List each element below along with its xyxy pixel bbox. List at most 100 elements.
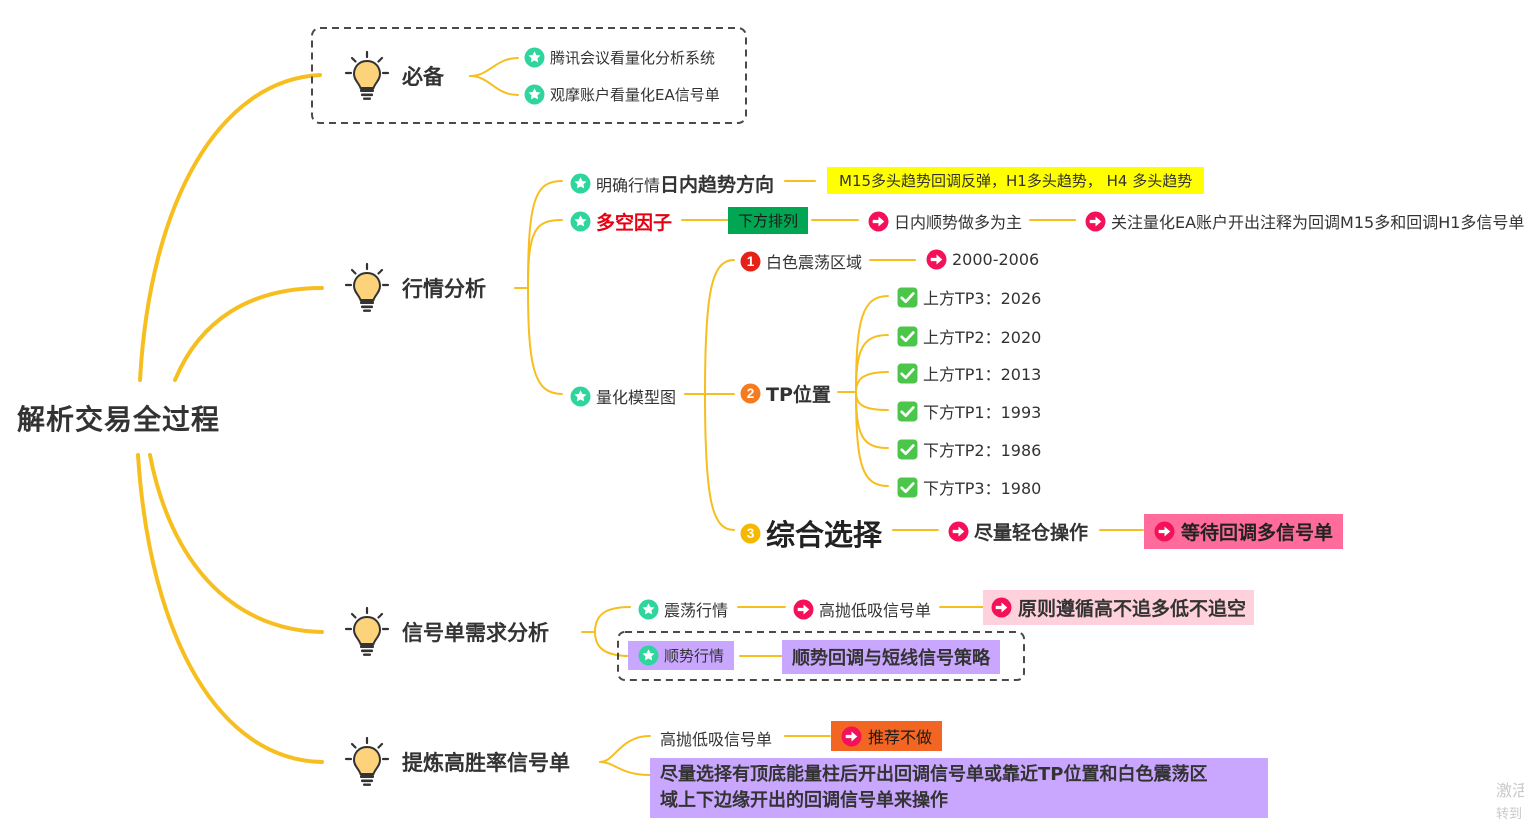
tp-item-label: 下方TP3：1980 xyxy=(923,479,1042,498)
lightbulb-icon xyxy=(344,262,390,314)
tp-item-label: 下方TP2：1986 xyxy=(923,441,1042,460)
combo-label: 综合选择 xyxy=(766,518,883,552)
star-icon xyxy=(524,84,545,105)
trend-bold: 日内趋势方向 xyxy=(660,174,775,196)
tilian-item-2[interactable]: 尽量选择有顶底能量柱后开出回调信号单或靠近TP位置和白色震荡区 域上下边缘开出的… xyxy=(650,758,1268,818)
tilian-item-1-tag-label: 推荐不做 xyxy=(868,728,933,747)
factor-node[interactable]: 多空因子 xyxy=(570,208,672,235)
model-node[interactable]: 量化模型图 xyxy=(570,384,676,408)
wire-root-bibei xyxy=(138,73,322,382)
tilian-item-2-line-1: 尽量选择有顶底能量柱后开出回调信号单或靠近TP位置和白色震荡区 xyxy=(660,764,1208,785)
number-2-icon: 2 xyxy=(740,383,761,404)
zone-value-label: 2000-2006 xyxy=(952,250,1040,269)
combo-step-2-label: 等待回调多信号单 xyxy=(1181,522,1334,544)
branch-tilian[interactable]: 提炼高胜率信号单 xyxy=(344,736,570,788)
star-icon xyxy=(638,645,659,666)
model-label: 量化模型图 xyxy=(596,388,677,407)
checkmark-icon xyxy=(897,401,918,422)
range-step-1[interactable]: 高抛低吸信号单 xyxy=(793,597,931,621)
checkmark-icon xyxy=(897,363,918,384)
corner-text-2: 转到 xyxy=(1496,807,1523,822)
zone-label: 白色震荡区域 xyxy=(766,253,863,272)
tp-node[interactable]: 2 TP位置 xyxy=(740,380,831,407)
star-icon xyxy=(570,173,591,194)
bibei-boundary xyxy=(311,27,747,124)
bibei-item-2[interactable]: 观摩账户看量化EA信号单 xyxy=(524,84,720,105)
factor-step-2[interactable]: 关注量化EA账户开出注释为回调M15多和回调H1多信号单 xyxy=(1085,209,1524,233)
tilian-item-1[interactable]: 高抛低吸信号单 xyxy=(660,730,773,749)
trend-market-label: 顺势行情 xyxy=(664,647,725,665)
trend-note[interactable]: M15多头趋势回调反弹，H1多头趋势， H4 多头趋势 xyxy=(827,167,1205,194)
branch-tilian-label: 提炼高胜率信号单 xyxy=(402,751,570,775)
combo-num: 3 xyxy=(747,526,755,541)
lightbulb-icon xyxy=(344,736,390,788)
factor-step-1[interactable]: 日内顺势做多为主 xyxy=(868,209,1022,233)
branch-hangqing-label: 行情分析 xyxy=(402,277,486,301)
tp-item-label: 上方TP1：2013 xyxy=(923,365,1042,384)
tp-num: 2 xyxy=(747,386,755,401)
arrow-right-icon xyxy=(991,597,1012,618)
arrow-right-icon xyxy=(868,211,889,232)
combo-node[interactable]: 3 综合选择 xyxy=(740,512,882,554)
bibei-item-1[interactable]: 腾讯会议看量化分析系统 xyxy=(524,47,715,68)
arrow-right-icon xyxy=(1154,521,1175,542)
star-icon xyxy=(524,47,545,68)
arrow-right-icon xyxy=(926,249,947,270)
tp-item-label: 上方TP3：2026 xyxy=(923,289,1042,308)
wire-root-tilian xyxy=(136,453,324,764)
zone-value[interactable]: 2000-2006 xyxy=(926,249,1039,270)
wire-root-xinhao xyxy=(148,453,324,634)
range-node[interactable]: 震荡行情 xyxy=(638,597,728,621)
tilian-item-2-line-2: 域上下边缘开出的回调信号单来操作 xyxy=(660,790,948,811)
tp-item[interactable]: 下方TP3：1980 xyxy=(897,475,1041,499)
arrow-right-icon xyxy=(948,521,969,542)
lightbulb-icon xyxy=(344,606,390,658)
number-1-icon: 1 xyxy=(740,251,761,271)
corner-text-1: 激活 xyxy=(1496,781,1524,800)
tp-label: TP位置 xyxy=(766,384,831,406)
tp-item-label: 下方TP1：1993 xyxy=(923,403,1042,422)
tp-item[interactable]: 下方TP1：1993 xyxy=(897,399,1041,423)
zone-node[interactable]: 1 白色震荡区域 xyxy=(740,249,862,273)
checkmark-icon xyxy=(897,326,918,347)
arrow-right-icon xyxy=(793,599,814,620)
branch-bibei[interactable]: 必备 xyxy=(344,50,444,102)
checkmark-icon xyxy=(897,287,918,308)
zone-num: 1 xyxy=(747,254,755,269)
star-icon xyxy=(570,211,591,232)
tp-item-label: 上方TP2：2020 xyxy=(923,328,1042,347)
bibei-item-1-label: 腾讯会议看量化分析系统 xyxy=(550,49,716,67)
root-topic[interactable]: 解析交易全过程 xyxy=(17,403,221,436)
tp-item[interactable]: 上方TP1：2013 xyxy=(897,361,1041,385)
tp-item[interactable]: 上方TP2：2020 xyxy=(897,324,1041,348)
branch-xinhao-label: 信号单需求分析 xyxy=(402,621,549,645)
checkmark-icon xyxy=(897,439,918,460)
range-label: 震荡行情 xyxy=(664,601,729,620)
combo-step-1-label: 尽量轻仓操作 xyxy=(974,522,1089,544)
trend-prefix: 明确行情 xyxy=(596,175,661,195)
range-step-2-label: 原则遵循高不追多低不追空 xyxy=(1018,598,1247,620)
star-icon xyxy=(638,599,659,620)
bibei-item-2-label: 观摩账户看量化EA信号单 xyxy=(550,86,720,104)
branch-hangqing[interactable]: 行情分析 xyxy=(344,262,486,314)
factor-step-1-label: 日内顺势做多为主 xyxy=(894,213,1023,232)
star-icon xyxy=(570,386,591,407)
factor-label: 多空因子 xyxy=(596,212,673,234)
factor-tag[interactable]: 下方排列 xyxy=(728,207,809,234)
trend-market-node[interactable]: 顺势行情 xyxy=(628,641,735,670)
tp-item[interactable]: 上方TP3：2026 xyxy=(897,285,1041,309)
trend-market-note[interactable]: 顺势回调与短线信号策略 xyxy=(782,640,1000,674)
branch-bibei-label: 必备 xyxy=(402,65,444,89)
trend-node[interactable]: 明确行情日内趋势方向 xyxy=(570,170,774,197)
combo-step-1[interactable]: 尽量轻仓操作 xyxy=(948,518,1088,545)
range-step-2[interactable]: 原则遵循高不追多低不追空 xyxy=(983,590,1255,625)
lightbulb-icon xyxy=(344,50,390,102)
wire-root-hangqing xyxy=(173,286,324,382)
tilian-item-1-tag[interactable]: 推荐不做 xyxy=(831,721,943,751)
arrow-right-icon xyxy=(1085,211,1106,232)
tp-item[interactable]: 下方TP2：1986 xyxy=(897,437,1041,461)
xinhao-boundary xyxy=(617,631,1025,681)
branch-xinhao[interactable]: 信号单需求分析 xyxy=(344,606,549,658)
combo-step-2[interactable]: 等待回调多信号单 xyxy=(1144,514,1344,549)
